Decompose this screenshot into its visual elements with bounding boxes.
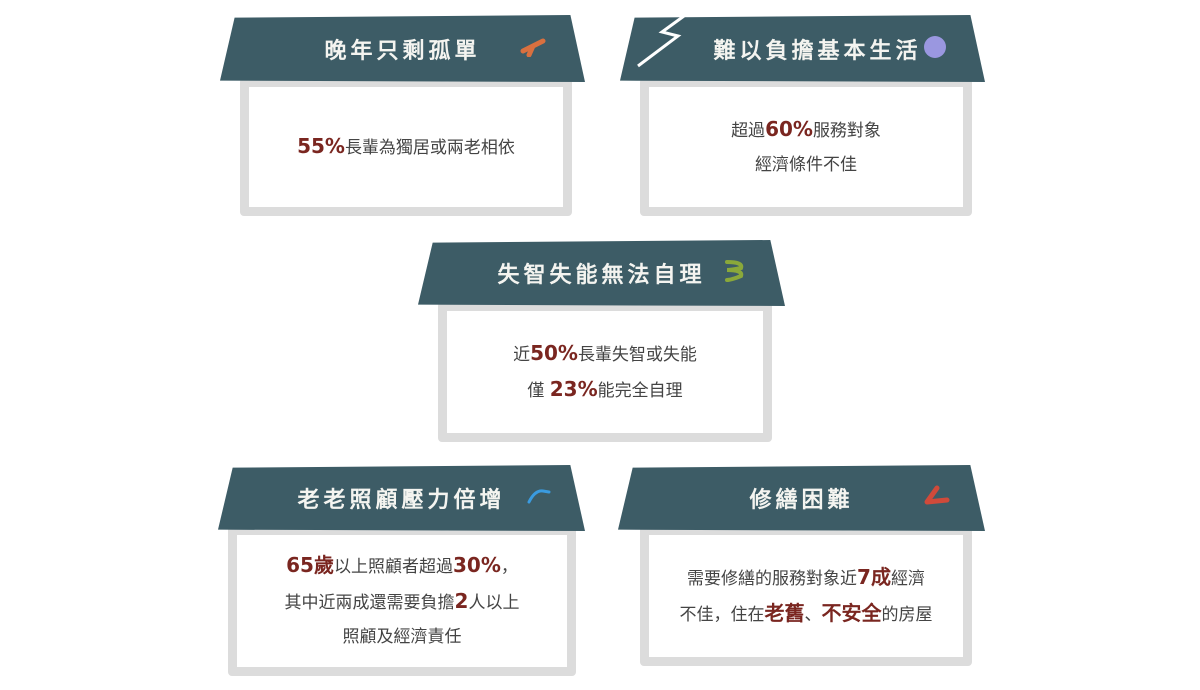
blue-arc-icon	[525, 486, 553, 510]
card-text-line: 超過60%服務對象	[731, 112, 881, 148]
text-segment: 長輩為獨居或兩老相依	[344, 138, 515, 158]
highlight-stat: 23%	[549, 377, 598, 401]
highlight-stat: 老舊	[764, 601, 805, 625]
card-text-line: 近50%長輩失智或失能	[513, 336, 697, 372]
card-roof: 修繕困難	[618, 465, 985, 531]
text-segment: 僅	[527, 381, 550, 401]
card-body: 55%長輩為獨居或兩老相依	[240, 78, 572, 216]
highlight-stat: 50%	[530, 341, 578, 365]
card-text-line: 65歲以上照顧者超過30%，	[286, 548, 518, 584]
card-title: 晚年只剩孤單	[324, 37, 481, 64]
highlight-stat: 60%	[765, 117, 813, 141]
card-roof: 難以負擔基本生活	[620, 15, 985, 82]
red-check-icon	[921, 484, 951, 512]
card-roof: 老老照顧壓力倍增	[218, 465, 585, 531]
card-body: 65歲以上照顧者超過30%，其中近兩成還需要負擔2人以上照顧及經濟責任	[228, 526, 576, 676]
card-roof: 失智失能無法自理	[418, 240, 785, 306]
text-segment: 經濟	[890, 569, 925, 589]
text-segment: 不佳，住在	[679, 605, 765, 625]
card-title: 老老照顧壓力倍增	[297, 487, 506, 513]
card-text-line: 55%長輩為獨居或兩老相依	[297, 129, 515, 165]
orange-brush-stroke-icon	[519, 37, 547, 61]
text-segment: 長輩失智或失能	[577, 345, 697, 365]
purple-dot-icon	[923, 35, 947, 63]
text-segment: 超過	[731, 121, 766, 141]
card-text-line: 不佳，住在老舊、不安全的房屋	[680, 596, 933, 632]
card-title: 難以負擔基本生活	[713, 37, 922, 64]
card-text-line: 經濟條件不佳	[755, 148, 857, 182]
text-segment: 需要修繕的服務對象近	[687, 569, 858, 589]
text-segment: 人以上	[468, 593, 520, 613]
text-segment: 服務對象	[812, 121, 881, 141]
text-segment: 的房屋	[881, 605, 933, 625]
card-body: 需要修繕的服務對象近7成經濟不佳，住在老舊、不安全的房屋	[640, 526, 972, 666]
text-segment: 近	[513, 345, 531, 365]
card-roof: 晚年只剩孤單	[220, 15, 585, 82]
text-segment: 以上照顧者超過	[333, 557, 453, 577]
card-text-line: 其中近兩成還需要負擔2人以上	[285, 584, 520, 620]
highlight-stat: 7成	[857, 565, 891, 589]
highlight-stat: 65歲	[286, 553, 334, 577]
highlight-stat: 不安全	[821, 601, 882, 625]
text-segment: ，	[500, 557, 518, 577]
text-segment: 能完全自理	[597, 381, 683, 401]
card-text-line: 照顧及經濟責任	[343, 620, 462, 654]
card-text-line: 需要修繕的服務對象近7成經濟	[687, 560, 925, 596]
green-squiggle-icon	[723, 258, 747, 288]
card-body: 超過60%服務對象經濟條件不佳	[640, 78, 972, 216]
text-segment: 經濟條件不佳	[755, 155, 857, 175]
card-text-line: 僅 23%能完全自理	[527, 372, 682, 408]
card-title: 修繕困難	[749, 487, 854, 513]
card-body: 近50%長輩失智或失能僅 23%能完全自理	[438, 302, 772, 442]
text-segment: 、	[804, 605, 822, 625]
highlight-stat: 55%	[297, 134, 345, 158]
card-title: 失智失能無法自理	[497, 262, 706, 288]
lightning-icon	[637, 14, 685, 68]
text-segment: 其中近兩成還需要負擔	[284, 593, 455, 613]
highlight-stat: 30%	[452, 553, 501, 577]
text-segment: 照顧及經濟責任	[342, 627, 462, 647]
highlight-stat: 2	[454, 589, 469, 613]
